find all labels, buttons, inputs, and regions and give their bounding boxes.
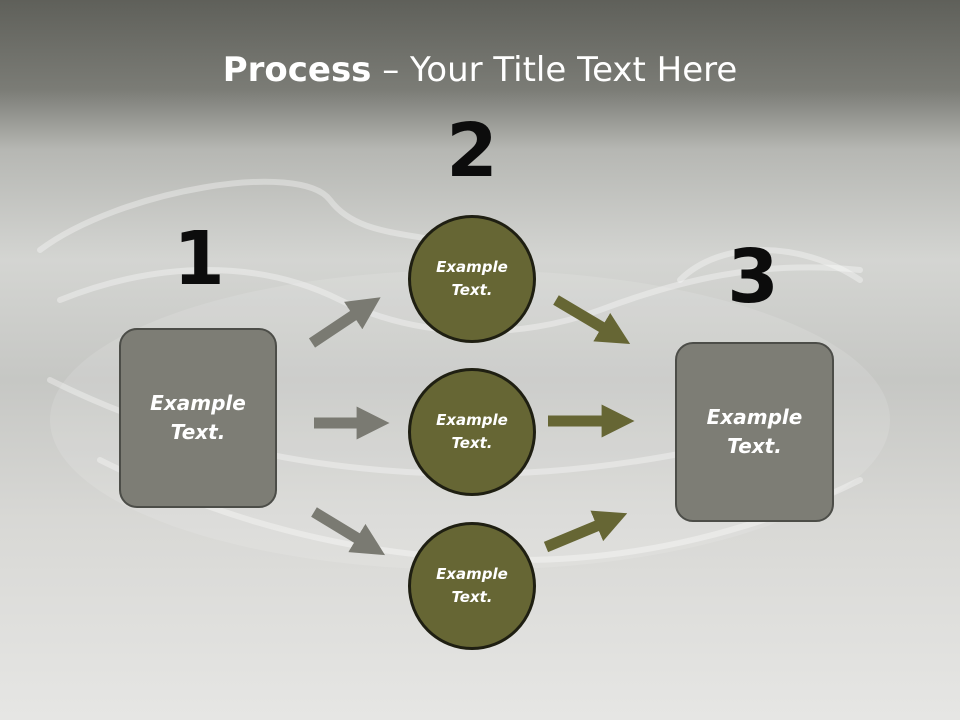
page-title: Process – Your Title Text Here xyxy=(0,50,960,90)
step-1-box: Example Text. xyxy=(119,328,277,508)
step-3-box: Example Text. xyxy=(675,342,834,522)
arrow-1-to-2a xyxy=(308,297,381,348)
arrow-1-to-2c xyxy=(311,507,386,556)
step-2-circle-1: Example Text. xyxy=(408,215,536,343)
arrow-2c-to-3 xyxy=(543,510,628,553)
arrow-2a-to-3 xyxy=(553,295,631,344)
step-2-circle-1-text: Example Text. xyxy=(436,258,508,299)
step-3-text: Example Text. xyxy=(706,405,803,458)
step-1-number: 1 xyxy=(173,216,225,302)
title-rest: – Your Title Text Here xyxy=(371,50,738,90)
step-2-circle-3: Example Text. xyxy=(408,522,536,650)
title-bold: Process xyxy=(222,50,372,90)
step-2-circle-3-text: Example Text. xyxy=(436,565,508,606)
step-1-text: Example Text. xyxy=(150,391,246,444)
step-2-circle-2-text: Example Text. xyxy=(436,411,508,452)
step-3-number: 3 xyxy=(727,234,779,320)
step-2-number: 2 xyxy=(446,108,498,194)
step-2-circle-2: Example Text. xyxy=(408,368,536,496)
